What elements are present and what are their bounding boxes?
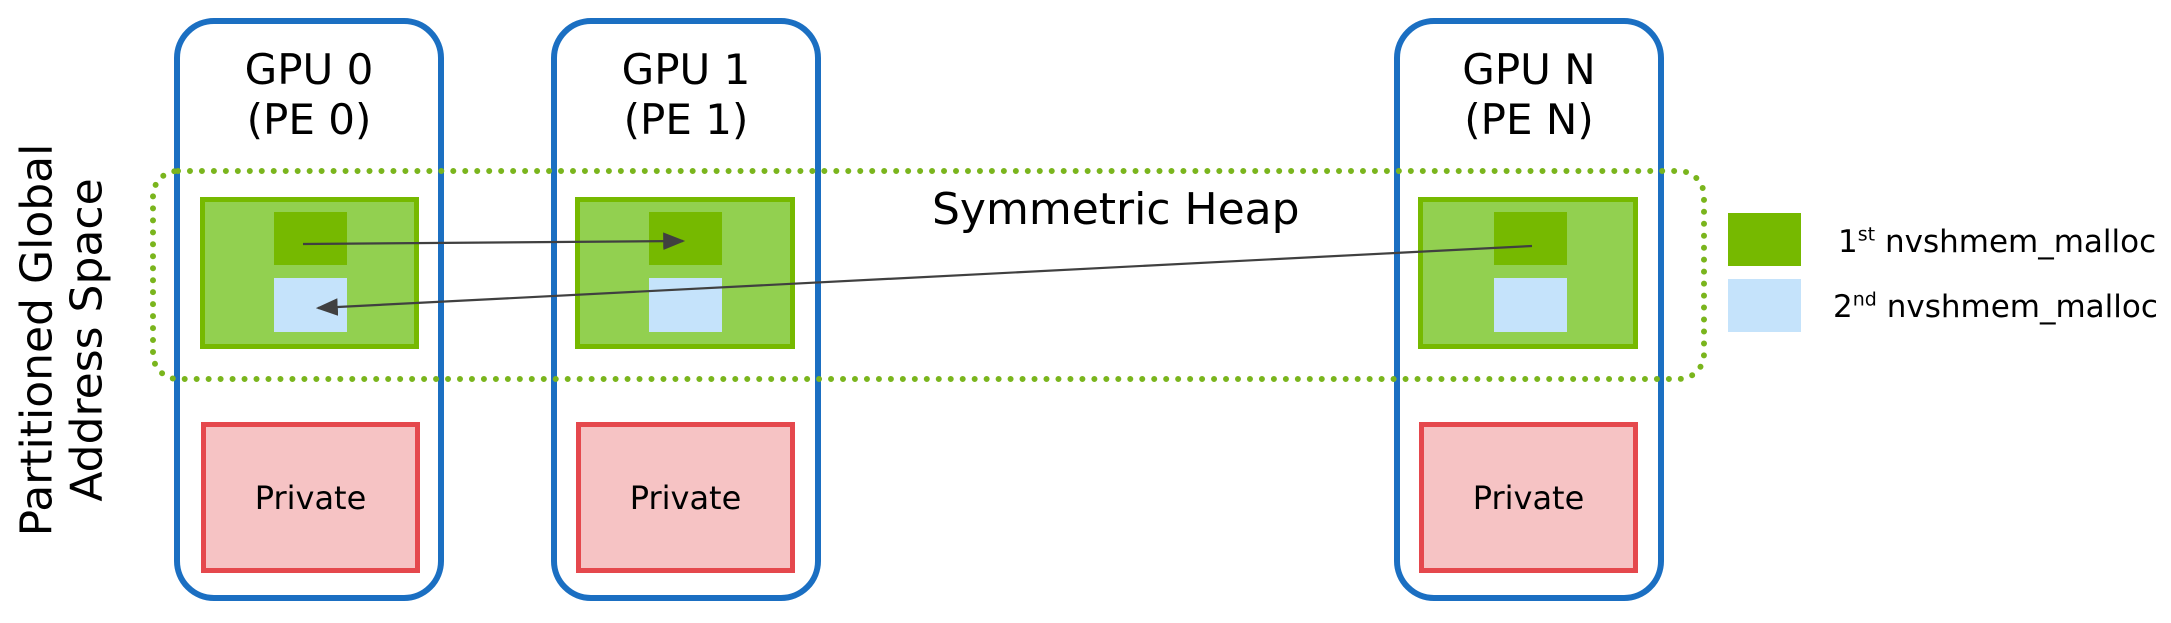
gpu-n-column	[1394, 18, 1664, 601]
arrow-gpu0-to-gpu1	[302, 232, 686, 250]
symmetric-heap-region	[150, 168, 1707, 382]
legend-1-suffix: st	[1857, 223, 1876, 246]
gpu-n-alloc-2	[1494, 278, 1567, 332]
legend-1-text: nvshmem_malloc	[1884, 224, 2157, 260]
legend-label-1: 1st nvshmem_malloc	[1838, 222, 2156, 262]
gpu-1-private-label: Private	[629, 478, 742, 517]
gpu-0-private-label: Private	[254, 478, 367, 517]
gpu-0-label: GPU 0 (PE 0)	[174, 45, 444, 145]
gpu-n-private-box: Private	[1419, 422, 1638, 573]
gpu-0-pe: (PE 0)	[246, 95, 372, 144]
gpu-n-name: GPU N	[1462, 45, 1596, 94]
arrow-gpun-to-gpu0	[315, 244, 1533, 316]
legend-2-suffix: nd	[1852, 288, 1877, 311]
legend-1-ordinal: 1	[1838, 224, 1858, 260]
gpu-n-alloc-1	[1494, 212, 1567, 265]
gpu-1-column	[551, 18, 821, 601]
legend-label-2: 2nd nvshmem_malloc	[1833, 287, 2158, 327]
gpu-0-private-box: Private	[201, 422, 420, 573]
gpu-1-private-box: Private	[576, 422, 795, 573]
gpu-1-pe: (PE 1)	[623, 95, 749, 144]
legend-swatch-1	[1728, 213, 1801, 266]
symmetric-heap-label: Symmetric Heap	[932, 184, 1300, 235]
gpu-n-private-label: Private	[1472, 478, 1585, 517]
gpu-1-name: GPU 1	[621, 45, 751, 94]
legend-2-ordinal: 2	[1833, 289, 1853, 325]
legend-2-text: nvshmem_malloc	[1886, 289, 2158, 325]
gpu-1-alloc-1	[649, 212, 722, 265]
gpu-0-column	[174, 18, 444, 601]
legend-swatch-2	[1728, 279, 1801, 332]
gpu-0-name: GPU 0	[244, 45, 374, 94]
gpu-n-pe: (PE N)	[1464, 95, 1594, 144]
gpu-0-alloc-1	[274, 212, 347, 265]
gpu-n-label: GPU N (PE N)	[1394, 45, 1664, 145]
gpu-1-label: GPU 1 (PE 1)	[551, 45, 821, 145]
